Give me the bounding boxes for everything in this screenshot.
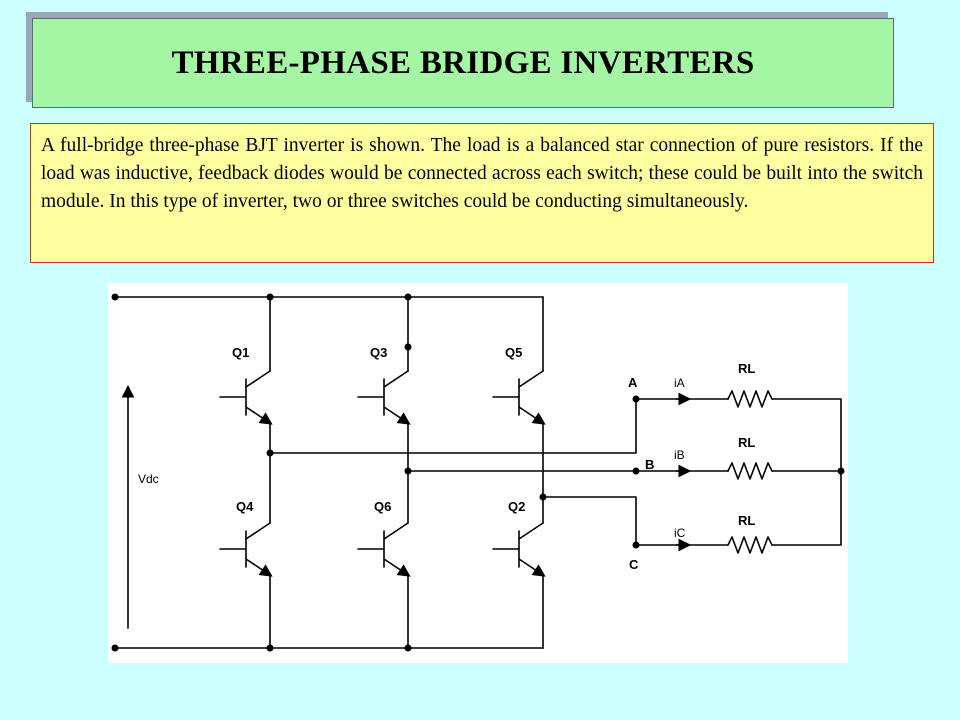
title-banner: THREE-PHASE BRIDGE INVERTERS bbox=[32, 18, 894, 108]
circuit-svg: Vdc Q1 Q3 Q5 Q4 Q6 Q2 A B C iA iB iC RL … bbox=[111, 293, 845, 652]
resistor-b bbox=[727, 462, 773, 480]
node-label-c: C bbox=[629, 557, 639, 572]
transistor-label-q2: Q2 bbox=[508, 499, 525, 514]
current-label-a: iA bbox=[674, 376, 685, 390]
resistor-c bbox=[727, 536, 773, 554]
supply-label: Vdc bbox=[138, 472, 159, 486]
node-a-dot bbox=[632, 395, 640, 403]
transistor-label-q1: Q1 bbox=[232, 345, 249, 360]
current-label-b: iB bbox=[674, 448, 685, 462]
current-label-c: iC bbox=[674, 526, 686, 540]
node-label-a: A bbox=[628, 375, 638, 390]
transistor-label-q4: Q4 bbox=[236, 499, 254, 514]
description-text: A full-bridge three-phase BJT inverter i… bbox=[41, 135, 923, 212]
transistor-label-q3: Q3 bbox=[370, 345, 387, 360]
node-c-dot bbox=[632, 541, 640, 549]
transistor-label-q6: Q6 bbox=[374, 499, 391, 514]
transistor-label-q5: Q5 bbox=[505, 345, 522, 360]
slide-title: THREE-PHASE BRIDGE INVERTERS bbox=[171, 44, 755, 81]
resistor-label-a: RL bbox=[738, 361, 755, 376]
node-label-b: B bbox=[645, 457, 654, 472]
resistor-a bbox=[727, 390, 773, 408]
resistor-label-b: RL bbox=[738, 435, 755, 450]
inverter-circuit-diagram: Vdc Q1 Q3 Q5 Q4 Q6 Q2 A B C iA iB iC RL … bbox=[108, 283, 848, 663]
description-box: A full-bridge three-phase BJT inverter i… bbox=[30, 123, 934, 263]
resistor-label-c: RL bbox=[738, 513, 755, 528]
node-b-dot bbox=[632, 467, 640, 475]
star-point-dot bbox=[837, 467, 845, 475]
